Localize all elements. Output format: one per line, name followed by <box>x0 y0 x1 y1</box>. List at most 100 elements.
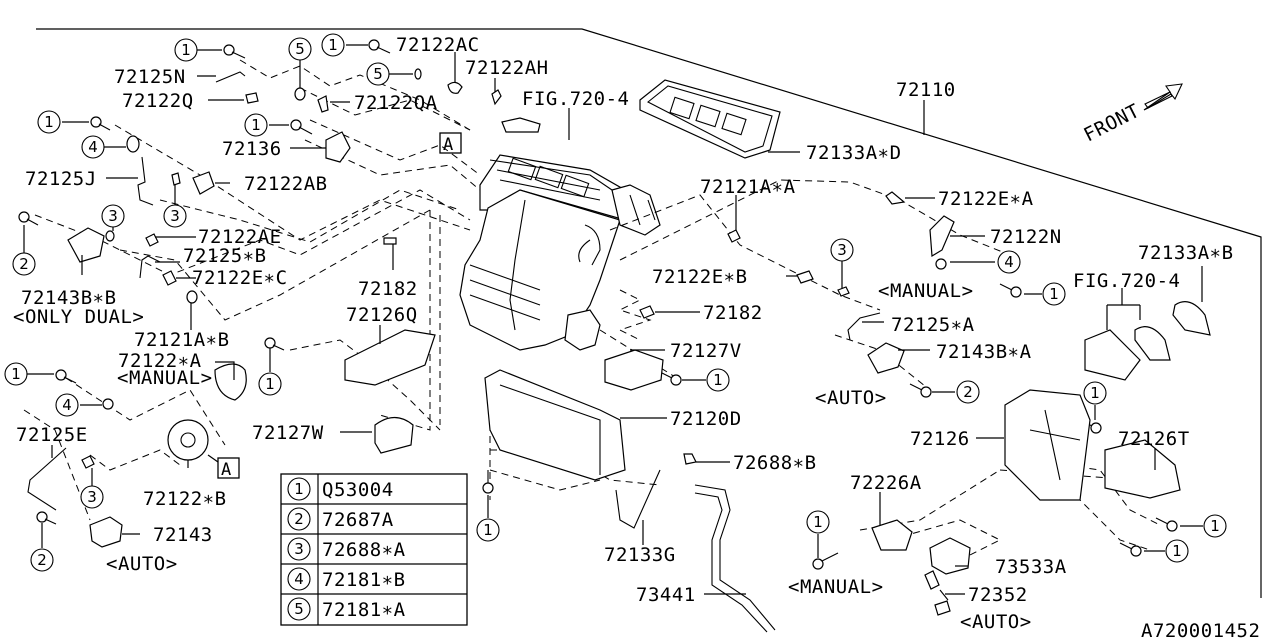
svg-text:2: 2 <box>963 383 973 401</box>
label-72226a: 72226A <box>850 472 922 494</box>
callout-3: 3 <box>80 485 104 509</box>
svg-text:1: 1 <box>1090 384 1100 402</box>
svg-text:5: 5 <box>295 40 305 58</box>
clip-72122ea <box>885 191 906 205</box>
legend-part-number: 72687A <box>322 509 394 531</box>
callout-3: 3 <box>101 204 125 228</box>
callout-2: 2 <box>956 380 980 404</box>
callout-1: 1 <box>1042 282 1066 306</box>
screw-icon <box>290 119 313 135</box>
svg-text:3: 3 <box>170 207 180 225</box>
clip-72121aa <box>727 229 741 243</box>
clip-72182-top <box>383 237 397 245</box>
clip-icon <box>171 172 181 186</box>
callout-circles: 1 5 1 5 1 4 1 3 3 2 1 4 3 2 1 1 1 3 4 1 … <box>4 33 1227 572</box>
label-72127v: 72127V <box>670 340 742 362</box>
label-72121a-b: 72121A∗B <box>134 329 230 351</box>
part-72127w <box>374 416 414 454</box>
svg-text:2: 2 <box>19 255 29 273</box>
section-marker-a-top: A <box>439 132 462 155</box>
svg-text:A: A <box>221 460 231 480</box>
label-fig-720-4-top: FIG.720-4 <box>522 88 629 110</box>
label-72122ah: 72122AH <box>465 57 549 79</box>
lever-72122n <box>929 215 955 258</box>
label-72136: 72136 <box>222 138 282 160</box>
section-marker-a-bottom: A <box>217 457 240 480</box>
front-direction-indicator: FRONT <box>1080 83 1183 146</box>
rod-72125b <box>139 255 161 279</box>
label-manual-right: <MANUAL> <box>878 280 974 302</box>
clip-72121ab <box>186 290 198 304</box>
label-72122qa: 72122QA <box>354 92 438 114</box>
callout-1: 1 <box>321 33 345 57</box>
gear-72122b <box>167 419 209 461</box>
rod-72125a <box>847 312 881 341</box>
clip-72688b <box>683 453 697 465</box>
screw-icon <box>482 470 494 494</box>
svg-text:1: 1 <box>181 41 191 59</box>
clip-72122ab <box>192 171 215 195</box>
screw-icon <box>909 383 932 398</box>
label-auto-left: <AUTO> <box>106 553 178 575</box>
legend-row: 4 72181∗B <box>287 567 405 591</box>
legend-part-number: Q53004 <box>322 479 394 501</box>
label-72122n: 72122N <box>990 226 1062 248</box>
washer-icon <box>102 398 114 410</box>
fastener-legend-table: 1 Q53004 2 72687A 3 72688∗A 4 72181∗B 5 … <box>280 473 468 626</box>
clip-72122ah <box>491 89 502 106</box>
label-72352: 72352 <box>968 584 1028 606</box>
label-72110: 72110 <box>896 79 956 101</box>
figure-id: A720001452 <box>1141 620 1260 640</box>
callout-1: 1 <box>476 518 500 542</box>
clip-72182-mid <box>639 305 655 319</box>
label-73441: 73441 <box>636 584 696 606</box>
svg-text:3: 3 <box>837 241 847 259</box>
label-only-dual: <ONLY DUAL> <box>13 306 144 328</box>
label-72182-mid: 72182 <box>703 302 763 324</box>
washer-icon <box>105 230 115 242</box>
screw-icon <box>55 369 77 384</box>
svg-text:1: 1 <box>483 521 493 539</box>
assembly-frame <box>36 28 1262 598</box>
label-72143b-b: 72143B∗B <box>21 287 117 309</box>
callout-5: 5 <box>288 37 312 61</box>
screw-icon <box>36 511 57 525</box>
label-72125-a: 72125∗A <box>891 314 975 336</box>
callout-4: 4 <box>55 393 79 417</box>
callout-1: 1 <box>244 113 268 137</box>
callout-1: 1 <box>706 368 730 392</box>
actuator-72127v <box>604 349 664 391</box>
label-manual-left: <MANUAL> <box>117 367 213 389</box>
label-72122ab: 72122AB <box>244 173 328 195</box>
callout-2: 2 <box>30 548 54 572</box>
label-72122ae: 72122AE <box>198 226 282 248</box>
label-72133a-b: 72133A∗B <box>1138 242 1234 264</box>
label-72125j: 72125J <box>25 168 97 190</box>
actuator-72143bb <box>67 227 105 263</box>
legend-row: 5 72181∗A <box>287 597 406 621</box>
clip-72122ec <box>162 270 177 286</box>
module-73533a <box>929 537 971 575</box>
label-73533a: 73533A <box>995 556 1067 578</box>
svg-text:1: 1 <box>265 375 275 393</box>
screw-icon <box>18 211 39 226</box>
label-auto-right: <AUTO> <box>815 387 887 409</box>
case-72120d <box>484 369 626 481</box>
legend-part-number: 72181∗A <box>322 599 406 621</box>
label-72182-top: 72182 <box>358 278 418 300</box>
label-72122q: 72122Q <box>122 90 194 112</box>
legend-row: 3 72688∗A <box>287 537 405 561</box>
label-manual-bottom: <MANUAL> <box>788 576 884 598</box>
label-auto-bottom: <AUTO> <box>960 611 1032 633</box>
hose-73441 <box>694 484 776 631</box>
label-72143: 72143 <box>153 524 213 546</box>
callout-4: 4 <box>997 250 1021 274</box>
svg-text:2: 2 <box>294 510 304 528</box>
label-72122ac: 72122AC <box>396 34 480 56</box>
clip-72122q <box>245 92 259 104</box>
heater-unit-body <box>459 117 661 351</box>
label-72126t: 72126T <box>1118 428 1190 450</box>
label-72122e-b: 72122E∗B <box>652 266 748 288</box>
connector-72352 <box>924 570 951 616</box>
